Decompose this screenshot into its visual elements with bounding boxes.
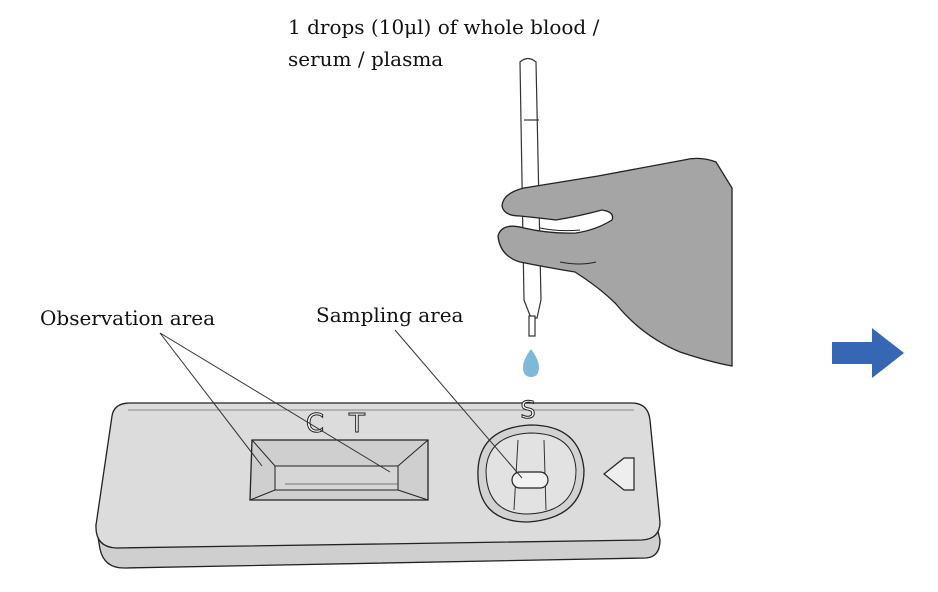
leader-lines — [159, 329, 523, 479]
sample-well-mark: S — [520, 396, 535, 424]
sample-well — [477, 424, 585, 523]
insert-direction-arrow-icon — [603, 457, 635, 491]
test-line-mark: T — [348, 409, 365, 439]
control-line-mark: C — [306, 409, 324, 439]
instruction-line-1: 1 drops (10μl) of whole blood / — [288, 15, 600, 39]
hand-icon — [497, 157, 733, 367]
observation-area-label: Observation area — [40, 306, 216, 330]
test-cassette: C T S — [95, 396, 661, 569]
sampling-area-label: Sampling area — [316, 303, 464, 327]
instruction-line-2: serum / plasma — [288, 47, 444, 71]
blood-drop-icon — [523, 349, 539, 377]
observation-window — [249, 439, 429, 501]
next-step-arrow-icon — [832, 328, 904, 378]
